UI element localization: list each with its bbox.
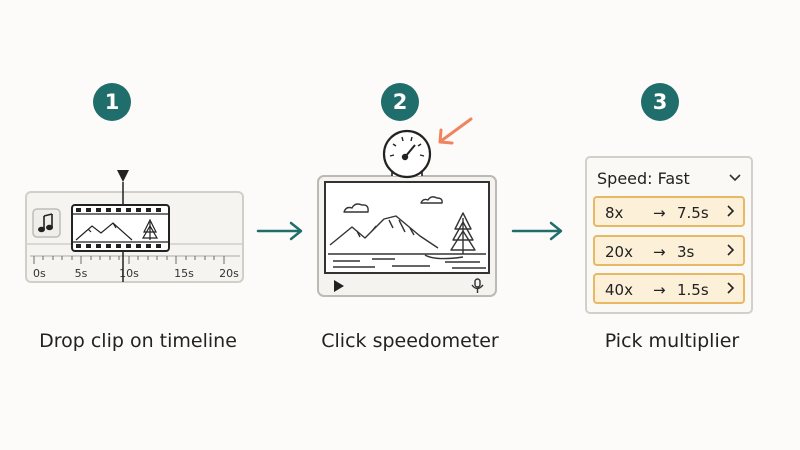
- option-multiplier: 8x: [605, 204, 624, 222]
- video-clip[interactable]: [71, 204, 170, 252]
- timeline-ruler: [30, 255, 240, 264]
- speed-option-40x[interactable]: 40x → 1.5s: [593, 273, 745, 304]
- step-2-badge: 2: [381, 83, 419, 121]
- speed-option-8x[interactable]: 8x → 7.5s: [593, 196, 745, 227]
- tick-label: 20s: [219, 267, 239, 280]
- option-duration: 7.5s: [677, 204, 709, 222]
- video-preview-window: [317, 175, 497, 297]
- tick-label: 0s: [33, 267, 46, 280]
- pointer-arrow: [438, 117, 473, 145]
- right-arrow-icon: →: [653, 281, 666, 299]
- step-2-caption: Click speedometer: [321, 330, 499, 352]
- right-arrow-icon: →: [653, 243, 666, 261]
- chevron-right-icon: [727, 203, 735, 221]
- speedometer-button[interactable]: [382, 129, 432, 179]
- speed-selected-label: Speed: Fast: [597, 168, 690, 188]
- chevron-down-icon: [729, 171, 741, 185]
- music-track-button[interactable]: [32, 208, 61, 238]
- play-icon[interactable]: [334, 280, 344, 292]
- microphone-icon[interactable]: [471, 278, 484, 293]
- step-3-caption: Pick multiplier: [604, 330, 740, 352]
- speed-menu: Speed: Fast 8x → 7.5s 20x → 3s 40x → 1.5…: [585, 156, 753, 314]
- speed-dropdown[interactable]: Speed: Fast: [597, 166, 741, 190]
- flow-arrow: [511, 221, 563, 241]
- step-3-badge: 3: [641, 83, 679, 121]
- option-multiplier: 20x: [605, 243, 633, 261]
- step-1-caption: Drop clip on timeline: [39, 330, 237, 352]
- step-1-badge: 1: [93, 83, 131, 121]
- timeline-panel: 0s 5s 10s 15s 20s: [25, 170, 244, 283]
- option-duration: 1.5s: [677, 281, 709, 299]
- option-duration: 3s: [677, 243, 695, 261]
- chevron-right-icon: [727, 280, 735, 298]
- chevron-right-icon: [727, 242, 735, 260]
- music-note-icon: [37, 213, 53, 233]
- option-multiplier: 40x: [605, 281, 633, 299]
- right-arrow-icon: →: [653, 204, 666, 222]
- speed-option-20x[interactable]: 20x → 3s: [593, 235, 745, 266]
- tick-label: 10s: [119, 267, 139, 280]
- mountain-scene-thumbnail: [75, 218, 159, 241]
- tick-label: 15s: [174, 267, 194, 280]
- mountain-landscape-image: [328, 196, 486, 269]
- tick-label: 5s: [75, 267, 88, 280]
- speedometer-icon: [389, 136, 425, 161]
- flow-arrow: [256, 221, 303, 241]
